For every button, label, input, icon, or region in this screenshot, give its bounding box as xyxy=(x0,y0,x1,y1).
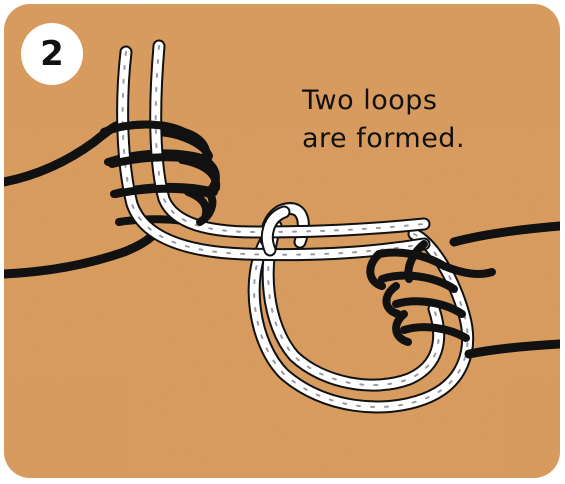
step-number: 2 xyxy=(40,34,64,74)
step-number-badge: 2 xyxy=(21,23,83,85)
step-caption: Two loops are formed. xyxy=(302,82,532,158)
caption-line-2: are formed. xyxy=(302,120,532,158)
knot-illustration xyxy=(4,4,560,478)
instruction-panel: 2 Two loops are formed. xyxy=(4,4,560,478)
caption-line-1: Two loops xyxy=(302,82,532,120)
